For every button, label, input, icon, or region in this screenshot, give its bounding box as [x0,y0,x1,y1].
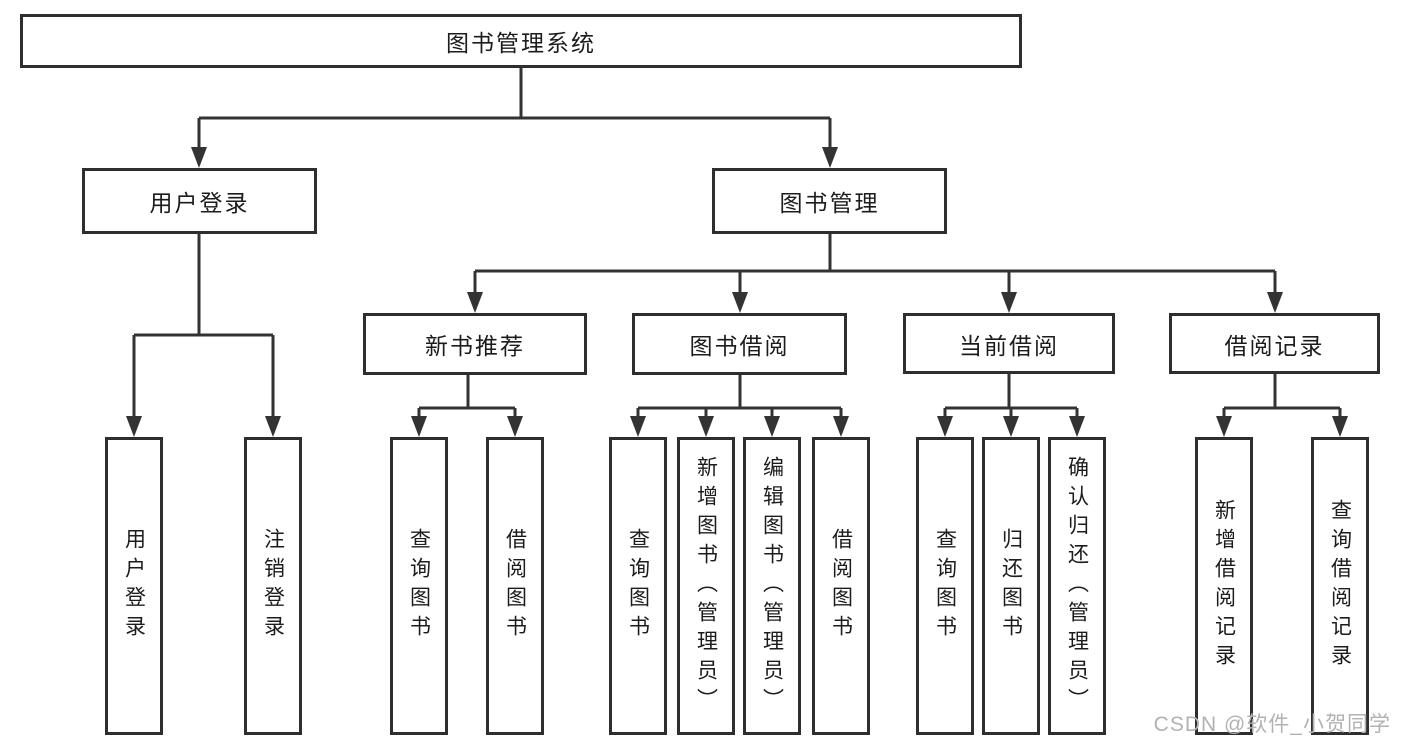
leaf-add-books-admin: 新增图书（管理员） [677,437,735,735]
node-label: 图书借阅 [689,333,790,359]
leaf-query-books-borrow: 查询图书 [609,437,667,735]
arrowhead [467,292,483,313]
node-new-book-recommend: 新书推荐 [363,313,587,375]
arrowhead [507,416,523,437]
node-borrow-records: 借阅记录 [1169,313,1380,374]
node-label: 查询图书 [407,528,431,644]
arrowhead [937,416,953,437]
node-book-management: 图书管理 [712,168,947,234]
node-label: 当前借阅 [959,332,1059,359]
node-label: 借阅记录 [1224,332,1325,359]
node-label: 用户登录 [122,528,146,644]
node-label: 图书管理 [779,190,880,216]
arrowhead [822,147,838,168]
arrowhead [126,416,142,437]
node-label: 查询借阅记录 [1328,499,1352,673]
edge-userlogin-split [132,233,275,422]
node-library-management-system: 图书管理系统 [20,14,1022,68]
leaf-return-books: 归还图书 [982,437,1040,735]
leaf-borrow-books-recommend: 借阅图书 [486,437,544,735]
leaf-user-login: 用户登录 [105,437,163,735]
edge-root-to-level1 [197,67,832,152]
leaf-query-books-current: 查询图书 [916,437,974,735]
node-label: 用户登录 [149,190,250,216]
arrowhead [1069,416,1085,437]
arrowhead [698,416,714,437]
edge-newbooks-split [417,374,517,422]
edge-bookmgmt-split [473,233,1277,298]
leaf-edit-books-admin: 编辑图书（管理员） [743,437,801,735]
node-label: 查询图书 [626,528,650,644]
node-book-borrow: 图书借阅 [632,313,847,375]
arrowhead [1332,416,1348,437]
arrowhead [191,147,207,168]
arrowhead [411,416,427,437]
leaf-query-borrow-record: 查询借阅记录 [1311,437,1369,735]
leaf-borrow-books: 借阅图书 [812,437,870,735]
edge-records-split [1222,373,1342,422]
arrowhead [764,416,780,437]
arrowhead [1267,292,1283,313]
node-label: 新增借阅记录 [1212,499,1236,673]
node-label: 归还图书 [999,528,1023,644]
arrowhead [1001,292,1017,313]
edge-borrow-split [636,374,843,422]
node-user-login: 用户登录 [82,168,317,234]
leaf-logout: 注销登录 [244,437,302,735]
node-label: 图书管理系统 [446,30,596,56]
arrowhead [833,416,849,437]
node-label: 新书推荐 [425,333,525,359]
node-label: 借阅图书 [829,528,853,644]
arrowhead [1216,416,1232,437]
node-label: 注销登录 [261,528,285,644]
node-label: 新增图书（管理员） [694,455,718,717]
node-label: 查询图书 [933,528,957,644]
arrowhead [732,292,748,313]
node-label: 编辑图书（管理员） [760,455,784,717]
arrowhead [630,416,646,437]
node-label: 借阅图书 [503,528,527,644]
arrowhead [1003,416,1019,437]
node-label: 确认归还（管理员） [1065,455,1089,717]
leaf-add-borrow-record: 新增借阅记录 [1195,437,1253,735]
edge-current-split [943,373,1079,422]
node-current-borrow: 当前借阅 [903,313,1115,374]
leaf-query-books-recommend: 查询图书 [390,437,448,735]
arrowhead [265,416,281,437]
leaf-confirm-return-admin: 确认归还（管理员） [1048,437,1106,735]
